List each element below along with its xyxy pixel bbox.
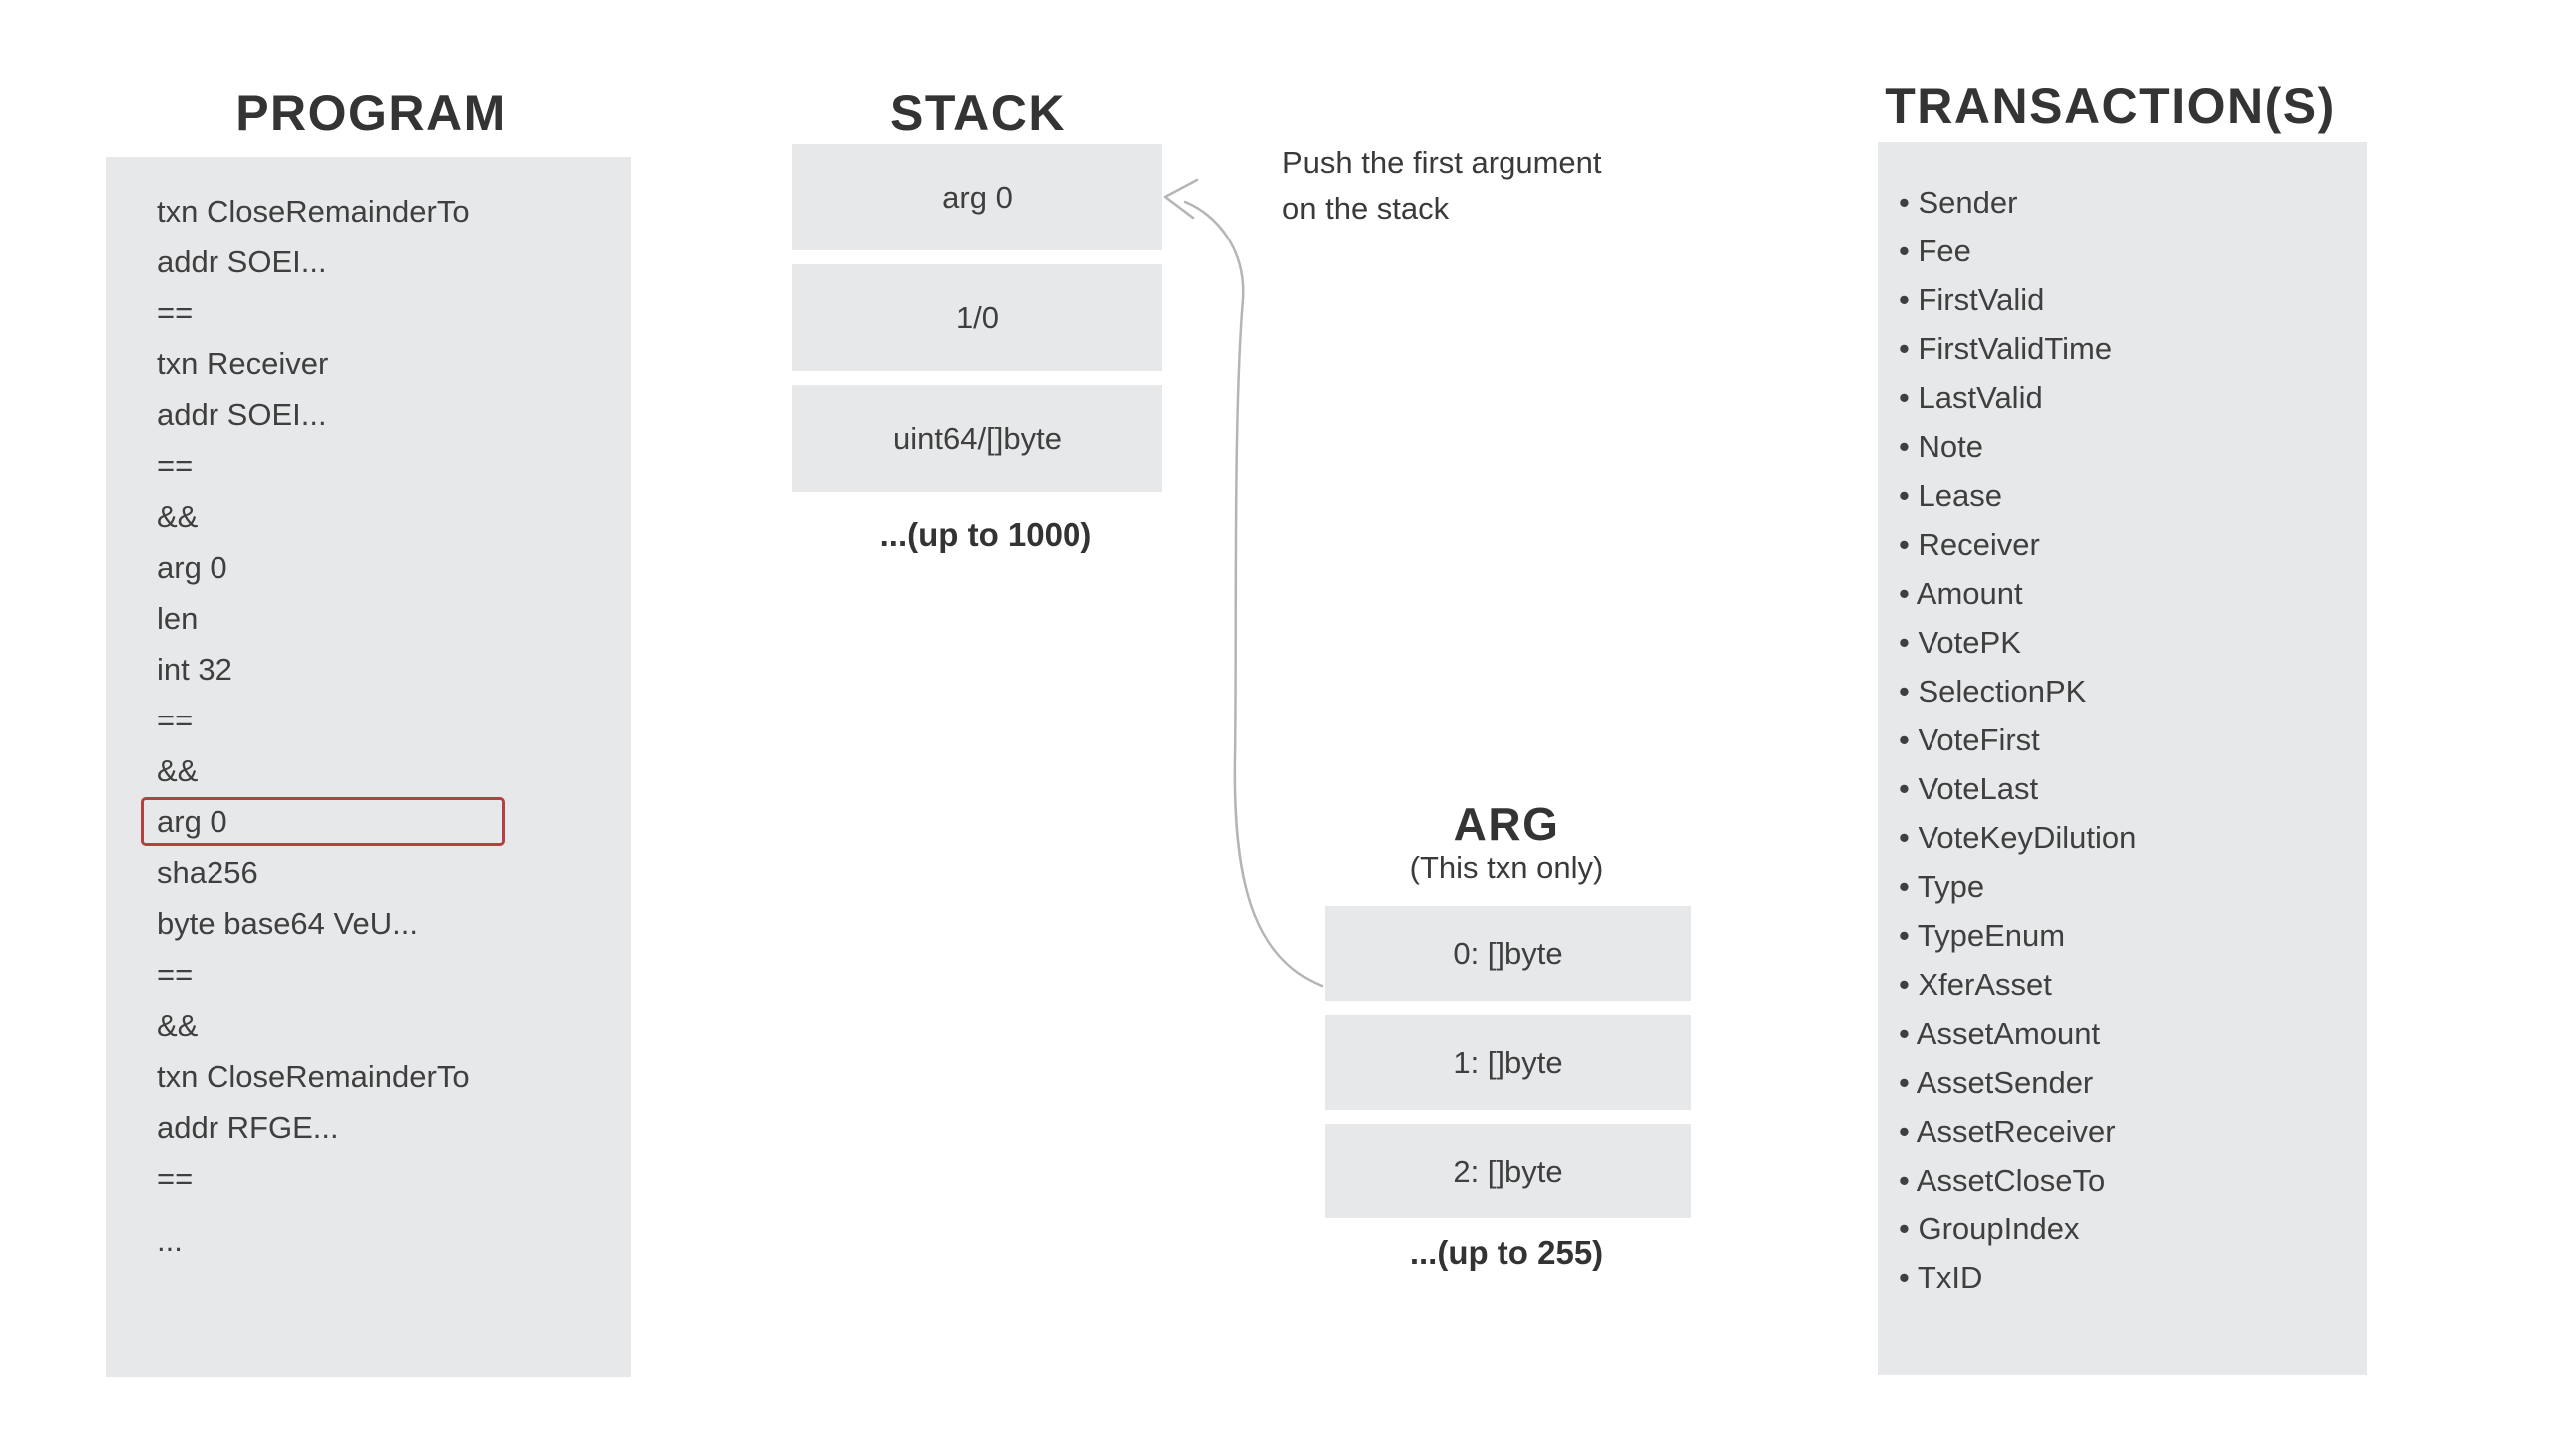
program-opcode-line: addr RFGE... <box>157 1109 339 1145</box>
program-opcode-line: && <box>157 498 199 534</box>
program-opcode-line: == <box>157 1160 194 1195</box>
program-opcode-line: == <box>157 294 194 330</box>
program-opcode-line: arg 0 <box>141 797 505 846</box>
transaction-field: VoteLast <box>1899 764 2367 813</box>
program-opcode-line: int 32 <box>157 651 232 687</box>
transaction-field: XferAsset <box>1899 960 2367 1009</box>
transaction-field-list: SenderFeeFirstValidFirstValidTimeLastVal… <box>1878 142 2367 1302</box>
transactions-panel: SenderFeeFirstValidFirstValidTimeLastVal… <box>1878 142 2367 1375</box>
stack-slot: arg 0 <box>792 144 1162 250</box>
program-opcode-line: txn CloseRemainderTo <box>157 1058 470 1094</box>
program-opcode-line: sha256 <box>157 854 258 890</box>
program-opcode-line: && <box>157 1007 199 1043</box>
program-opcode-line: == <box>157 956 194 992</box>
transaction-field: TxID <box>1899 1253 2367 1302</box>
arg-capacity-caption: ...(up to 255) <box>1409 1234 1604 1271</box>
arg-slot-list: 0: []byte 1: []byte 2: []byte <box>1325 906 1691 1232</box>
transaction-field: AssetAmount <box>1899 1009 2367 1058</box>
transactions-title: TRANSACTION(S) <box>1885 78 2336 134</box>
stack-slot: uint64/[]byte <box>792 385 1162 492</box>
transaction-field: FirstValidTime <box>1899 324 2367 373</box>
transaction-field: Fee <box>1899 227 2367 275</box>
program-opcode-line: && <box>157 752 199 788</box>
transaction-field: Receiver <box>1899 520 2367 569</box>
program-opcode-line: ... <box>157 1222 183 1258</box>
transaction-field: AssetReceiver <box>1899 1107 2367 1156</box>
transaction-field: FirstValid <box>1899 275 2367 324</box>
stack-slot: 1/0 <box>792 264 1162 371</box>
stack-slot-list: arg 0 1/0 uint64/[]byte <box>792 144 1162 506</box>
transaction-field: LastValid <box>1899 373 2367 422</box>
program-opcode-line: == <box>157 447 194 483</box>
arg-title: ARG <box>1453 798 1560 850</box>
program-panel: txn CloseRemainderTo addr SOEI... == txn Re… <box>106 157 631 1377</box>
transaction-field: Lease <box>1899 471 2367 520</box>
program-opcode-line: == <box>157 702 194 737</box>
arg-to-stack-arrow-icon <box>1163 178 1324 988</box>
program-opcode-line: addr SOEI... <box>157 243 327 279</box>
program-opcode-line: txn CloseRemainderTo <box>157 193 470 229</box>
push-argument-annotation: Push the first argument on the stack <box>1282 145 1602 226</box>
program-opcode-line: len <box>157 600 199 636</box>
transaction-field: SelectionPK <box>1899 667 2367 716</box>
transaction-field: TypeEnum <box>1899 911 2367 960</box>
transaction-field: AssetSender <box>1899 1058 2367 1107</box>
transaction-field: AssetCloseTo <box>1899 1156 2367 1204</box>
arg-slot: 0: []byte <box>1325 906 1691 1001</box>
arg-slot: 1: []byte <box>1325 1015 1691 1110</box>
program-opcode-line: arg 0 <box>157 549 227 585</box>
arg-slot: 2: []byte <box>1325 1124 1691 1218</box>
program-opcode-line: byte base64 VeU... <box>157 905 418 941</box>
program-opcode-line: txn Receiver <box>157 345 329 381</box>
transaction-field: Note <box>1899 422 2367 471</box>
program-opcode-line: addr SOEI... <box>157 396 327 432</box>
transaction-field: Amount <box>1899 569 2367 618</box>
transaction-field: Type <box>1899 862 2367 911</box>
transaction-field: VoteKeyDilution <box>1899 813 2367 862</box>
stack-title: STACK <box>889 85 1066 141</box>
transaction-field: GroupIndex <box>1899 1204 2367 1253</box>
program-opcode-list: txn CloseRemainderTo addr SOEI... == txn Re… <box>106 157 631 1266</box>
transaction-field: VoteFirst <box>1899 716 2367 764</box>
transaction-field: VotePK <box>1899 618 2367 667</box>
transaction-field: Sender <box>1899 178 2367 227</box>
arg-subtitle: (This txn only) <box>1409 850 1604 885</box>
program-title: PROGRAM <box>235 85 507 141</box>
stack-capacity-caption: ...(up to 1000) <box>879 516 1092 553</box>
